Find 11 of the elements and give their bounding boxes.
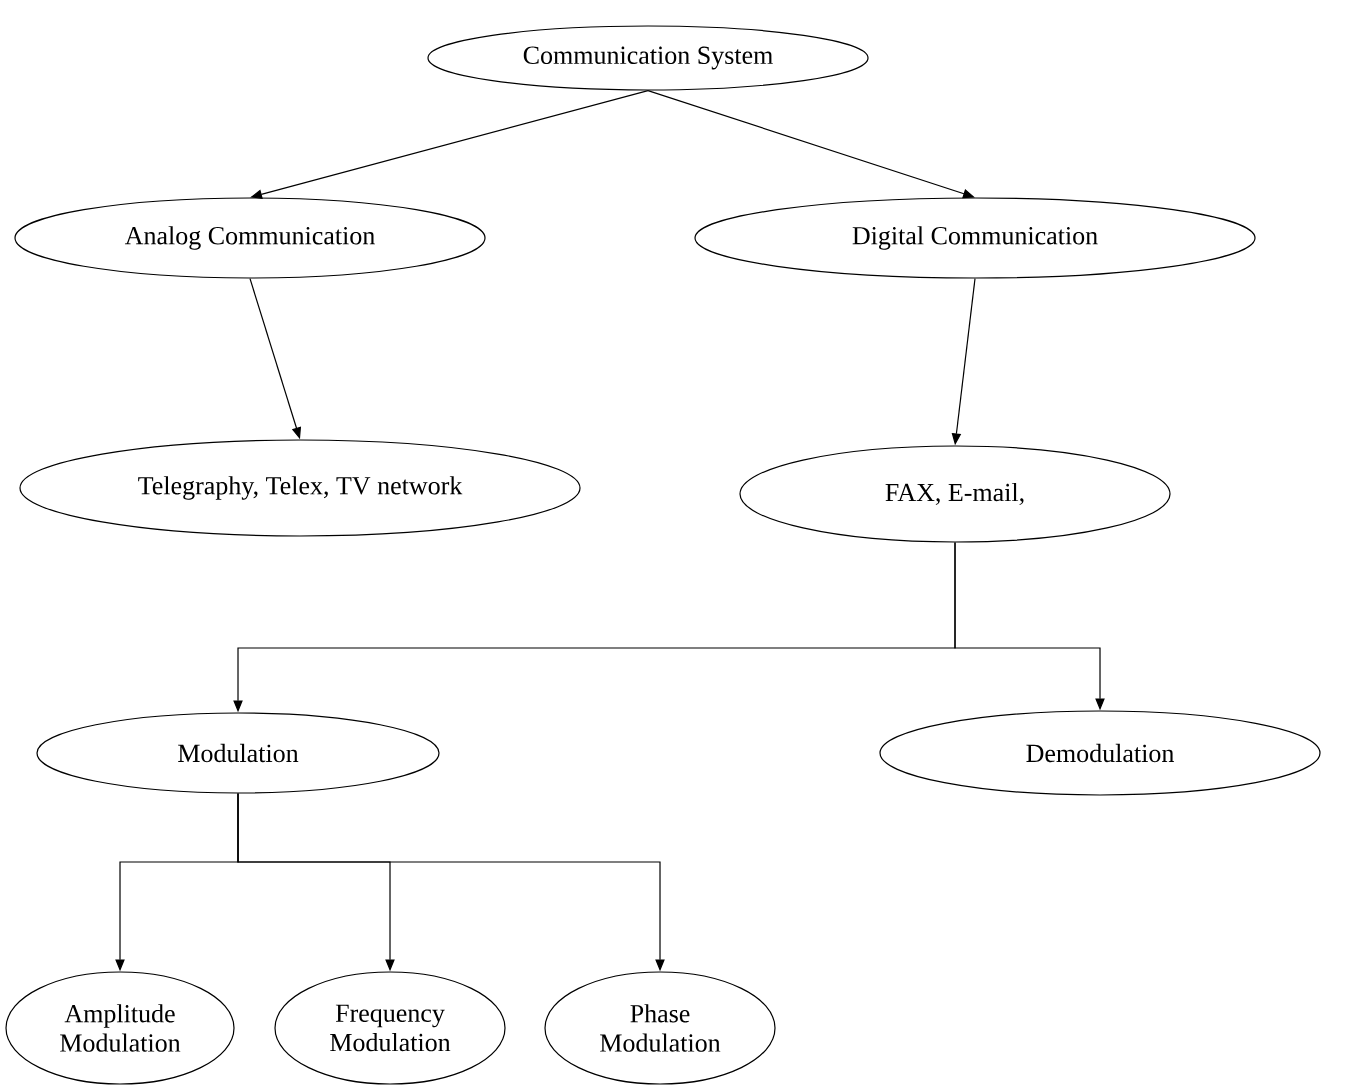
ellipse-node: Modulation (36, 712, 440, 794)
ellipse-node: Amplitude Modulation (5, 971, 235, 1085)
ellipse-node: Analog Communication (14, 197, 486, 279)
ellipse-node: Demodulation (879, 710, 1321, 796)
ellipse-node: FAX, E-mail, (739, 445, 1171, 543)
ellipse-node: Communication System (427, 25, 869, 91)
arrow (647, 90, 975, 199)
ellipse-node: Digital Communication (694, 197, 1256, 279)
ellipse-node: Phase Modulation (544, 971, 776, 1085)
ellipse-node: Telegraphy, Telex, TV network (19, 439, 581, 537)
ellipse-node: Frequency Modulation (274, 971, 506, 1085)
